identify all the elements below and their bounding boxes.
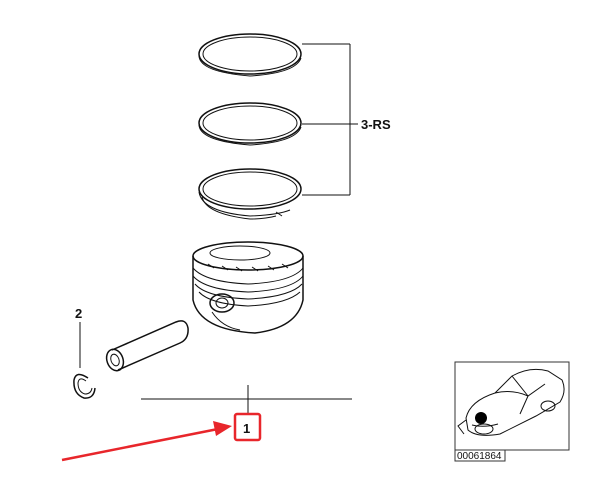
piston-label: 1: [243, 421, 250, 436]
vehicle-thumbnail: 00061864: [454, 361, 570, 462]
piston-ring-icon[interactable]: [198, 102, 302, 146]
location-marker: [475, 412, 487, 424]
piston-assembly-bracket: [141, 385, 352, 414]
piston-label-highlight: [233, 412, 262, 442]
piston-ring-icon[interactable]: [198, 168, 302, 220]
piston-icon[interactable]: [192, 241, 304, 334]
car-icon: [457, 368, 565, 436]
piston-ring-icon[interactable]: [198, 33, 302, 77]
circlip-icon[interactable]: [73, 373, 96, 399]
ring-set-label: 3-RS: [361, 117, 391, 132]
ring-set-bracket: [302, 43, 358, 196]
thumbnail-reference-number: 00061864: [457, 451, 502, 462]
red-arrow-icon: [61, 421, 232, 462]
circlip-label: 2: [75, 306, 82, 321]
wrist-pin-icon[interactable]: [104, 320, 189, 373]
